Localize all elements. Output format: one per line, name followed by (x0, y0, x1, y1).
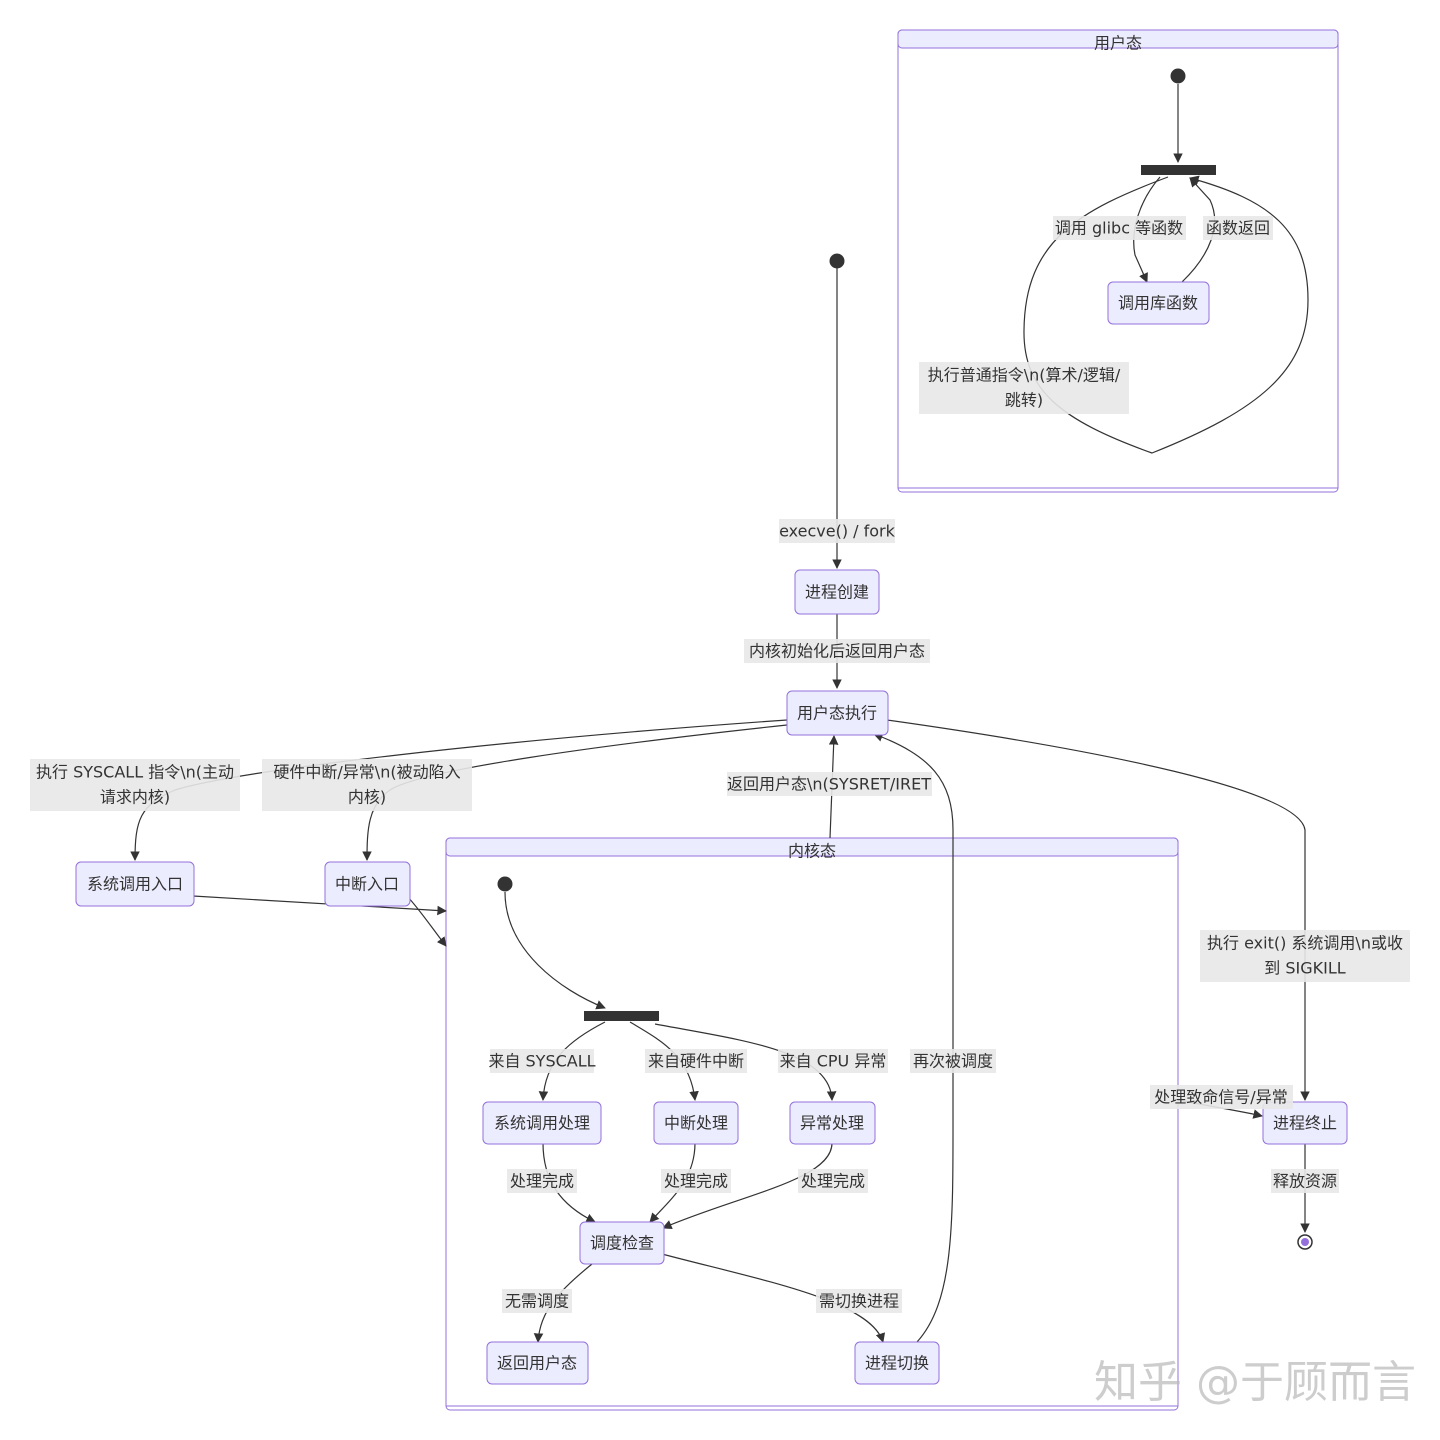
svg-text:执行 exit() 系统调用\n或收: 执行 exit() 系统调用\n或收 (1207, 934, 1403, 953)
svg-text:硬件中断/异常\n(被动陷入: 硬件中断/异常\n(被动陷入 (273, 763, 460, 782)
svg-text:需切换进程: 需切换进程 (819, 1292, 899, 1311)
state-syscall-handle-label: 系统调用处理 (494, 1114, 590, 1133)
edge-normal-instr-loop (1023, 175, 1309, 454)
watermark: 知乎 @于顾而言 (1094, 1357, 1416, 1408)
state-interrupt-entry-label: 中断入口 (335, 875, 399, 894)
label-from-cpu: 来自 CPU 异常 (778, 1049, 888, 1073)
cluster-user-mode: 用户态 (897, 29, 1339, 493)
edge-user-to-exit (886, 719, 1310, 1101)
state-process-switch[interactable]: 进程切换 (854, 1341, 940, 1385)
label-rescheduled: 再次被调度 (910, 1049, 996, 1073)
label-execve: execve() / fork (779, 519, 896, 543)
svg-text:跳转): 跳转) (1005, 391, 1043, 410)
label-syscall-trigger: 执行 SYSCALL 指令\n(主动 请求内核) (30, 759, 240, 811)
svg-text:返回用户态\n(SYSRET/IRET: 返回用户态\n(SYSRET/IRET (727, 775, 931, 794)
state-interrupt-handle-label: 中断处理 (664, 1114, 728, 1133)
state-exception-handle-label: 异常处理 (800, 1114, 864, 1133)
label-done-2: 处理完成 (661, 1169, 731, 1193)
state-interrupt-entry[interactable]: 中断入口 (324, 861, 411, 907)
svg-text:execve() / fork: execve() / fork (779, 522, 896, 541)
label-normal-instr: 执行普通指令\n(算术/逻辑/ 跳转) (919, 362, 1129, 414)
state-return-user-label: 返回用户态 (497, 1354, 577, 1373)
svg-text:请求内核): 请求内核) (100, 788, 170, 807)
edge-switch-to-user-exec (873, 732, 954, 1343)
svg-text:处理完成: 处理完成 (510, 1172, 574, 1191)
edge-interrupt-entry-to-kernel (406, 895, 447, 947)
main-start-node (829, 253, 845, 269)
svg-text:再次被调度: 再次被调度 (913, 1052, 993, 1071)
state-process-create[interactable]: 进程创建 (794, 569, 880, 615)
svg-text:到 SIGKILL: 到 SIGKILL (1264, 959, 1345, 978)
state-call-lib[interactable]: 调用库函数 (1107, 281, 1210, 325)
label-return-user-sysret: 返回用户态\n(SYSRET/IRET (727, 772, 932, 796)
svg-text:调用 glibc 等函数: 调用 glibc 等函数 (1055, 219, 1183, 238)
label-call-glibc: 调用 glibc 等函数 (1053, 216, 1186, 240)
state-return-user[interactable]: 返回用户态 (486, 1341, 589, 1385)
label-func-return: 函数返回 (1203, 216, 1273, 240)
label-fatal: 处理致命信号/异常 (1150, 1085, 1293, 1109)
svg-text:来自 SYSCALL: 来自 SYSCALL (488, 1052, 595, 1071)
state-interrupt-handle[interactable]: 中断处理 (653, 1101, 739, 1145)
state-process-create-label: 进程创建 (805, 583, 869, 602)
label-from-hw: 来自硬件中断 (645, 1049, 747, 1073)
svg-text:处理完成: 处理完成 (664, 1172, 728, 1191)
state-user-exec[interactable]: 用户态执行 (786, 690, 889, 736)
kernel-fork-bar (584, 1011, 659, 1021)
svg-text:内核初始化后返回用户态: 内核初始化后返回用户态 (749, 642, 925, 661)
label-done-1: 处理完成 (507, 1169, 577, 1193)
state-process-exit[interactable]: 进程终止 (1262, 1101, 1348, 1145)
state-schedule-check[interactable]: 调度检查 (579, 1221, 665, 1265)
label-need-switch: 需切换进程 (816, 1289, 902, 1313)
label-hw-trigger: 硬件中断/异常\n(被动陷入 内核) (262, 759, 472, 811)
label-kernel-init-return: 内核初始化后返回用户态 (744, 639, 930, 663)
edge-labels: execve() / fork 内核初始化后返回用户态 执行 SYSCALL 指… (30, 216, 1410, 1313)
end-node (1297, 1234, 1313, 1250)
edge-syscall-entry-to-kernel (192, 895, 447, 916)
svg-text:执行普通指令\n(算术/逻辑/: 执行普通指令\n(算术/逻辑/ (928, 366, 1121, 385)
label-from-syscall: 来自 SYSCALL (488, 1049, 596, 1073)
cluster-user-mode-title: 用户态 (1094, 34, 1142, 53)
edge-exception-handle-to-check (662, 1142, 833, 1230)
cluster-kernel-mode-title: 内核态 (788, 842, 836, 861)
state-user-exec-label: 用户态执行 (797, 704, 877, 723)
state-syscall-entry-label: 系统调用入口 (87, 875, 183, 894)
edge-check-to-switch (661, 1253, 886, 1343)
state-process-switch-label: 进程切换 (865, 1354, 929, 1373)
kernel-start-node (497, 876, 513, 892)
svg-text:函数返回: 函数返回 (1206, 219, 1270, 238)
svg-text:处理致命信号/异常: 处理致命信号/异常 (1154, 1088, 1287, 1107)
state-syscall-entry[interactable]: 系统调用入口 (75, 861, 195, 907)
label-release: 释放资源 (1271, 1169, 1339, 1193)
state-schedule-check-label: 调度检查 (590, 1234, 654, 1253)
label-no-schedule: 无需调度 (502, 1289, 572, 1313)
svg-text:处理完成: 处理完成 (801, 1172, 865, 1191)
svg-text:来自 CPU 异常: 来自 CPU 异常 (780, 1052, 887, 1071)
svg-text:执行 SYSCALL 指令\n(主动: 执行 SYSCALL 指令\n(主动 (36, 763, 234, 782)
label-done-3: 处理完成 (798, 1169, 868, 1193)
user-fork-bar (1141, 165, 1216, 175)
svg-text:释放资源: 释放资源 (1273, 1172, 1337, 1191)
state-call-lib-label: 调用库函数 (1118, 294, 1198, 313)
edge-fork-to-exception-handle (654, 1023, 837, 1101)
user-start-node (1170, 68, 1186, 84)
svg-text:内核): 内核) (348, 788, 386, 807)
state-exception-handle[interactable]: 异常处理 (789, 1101, 876, 1145)
state-process-exit-label: 进程终止 (1273, 1114, 1337, 1133)
edge-kernel-start-to-fork (504, 891, 606, 1010)
label-exit: 执行 exit() 系统调用\n或收 到 SIGKILL (1200, 930, 1410, 982)
edges (130, 84, 1310, 1343)
state-syscall-handle[interactable]: 系统调用处理 (482, 1101, 602, 1145)
svg-text:无需调度: 无需调度 (505, 1292, 569, 1311)
svg-text:来自硬件中断: 来自硬件中断 (648, 1052, 744, 1071)
